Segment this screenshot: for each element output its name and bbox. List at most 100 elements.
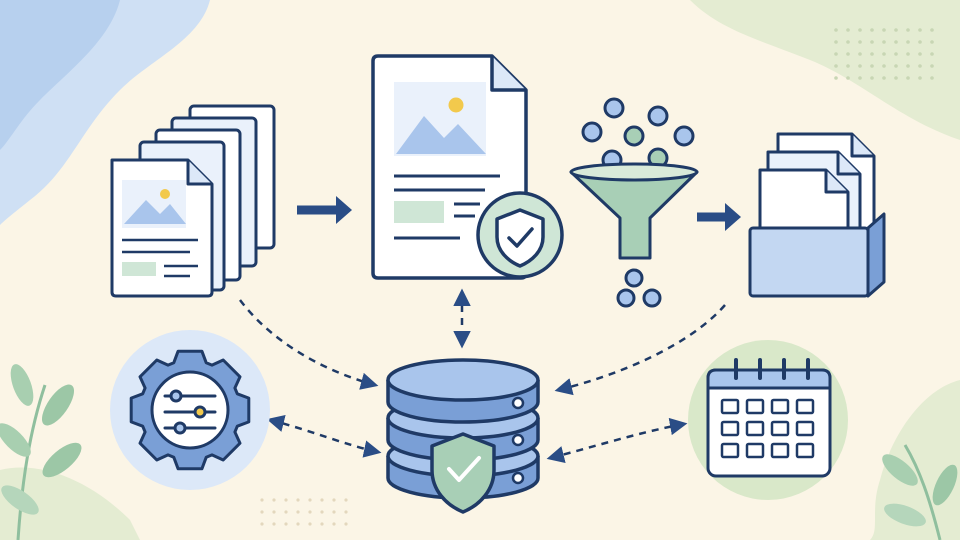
calendar-day-cell [795,420,815,437]
calendar-day-cell [720,442,740,459]
decor-dot [846,64,850,68]
decor-dot [344,510,348,514]
calendar-day-cell [795,398,815,415]
decor-dot [284,522,288,526]
decor-dot [882,64,886,68]
decor-dot [882,40,886,44]
decor-dot [332,522,336,526]
decor-dot [296,510,300,514]
dot-grid-bottom [260,498,348,526]
blob-bottom-left [0,467,140,540]
decor-dot [284,510,288,514]
file-archive-icon [748,132,886,298]
decor-dot [272,510,276,514]
decor-dot [918,40,922,44]
calendar-day-cell [720,398,740,415]
decor-dot [332,510,336,514]
blob-top-left-inner [0,0,120,150]
decor-dot [834,40,838,44]
decor-dot [894,52,898,56]
decor-dot [870,28,874,32]
decor-dot [834,28,838,32]
decor-dot [296,522,300,526]
decor-dot [870,40,874,44]
decor-dot [308,498,312,502]
decor-dot [930,28,934,32]
decor-dot [894,40,898,44]
decor-dot [894,64,898,68]
decor-dot [870,64,874,68]
shield-check-document-icon [371,54,564,280]
calendar-day-cell [795,442,815,459]
dashed-settings-to-database [266,414,382,458]
decor-dot [260,498,264,502]
decor-dot [870,76,874,80]
decor-dot [882,76,886,80]
decor-dot [858,76,862,80]
decor-dot [918,64,922,68]
decor-dot [930,76,934,80]
gear-sliders-icon [110,330,270,490]
decor-dot [308,522,312,526]
decor-dot [846,28,850,32]
calendar-day-cell [745,398,765,415]
decor-dot [858,52,862,56]
calendar-day-cell [770,442,790,459]
decor-dot [870,52,874,56]
decor-dot [320,498,324,502]
decor-dot [882,52,886,56]
decor-dot [846,52,850,56]
decor-dot [344,522,348,526]
leaf-branch-left-icon [0,364,82,540]
calendar-day-cell [770,398,790,415]
decor-dot [894,28,898,32]
funnel-icon [569,97,699,308]
calendar-icon [688,340,848,500]
decor-dot [308,510,312,514]
decor-dot [918,76,922,80]
calendar-day-cell [720,420,740,437]
document-stack-icon [110,104,276,298]
decor-dot [906,64,910,68]
calendar-day-cell [770,420,790,437]
decor-dot [930,40,934,44]
decor-dot [272,498,276,502]
decor-dot [858,40,862,44]
decor-dot [858,64,862,68]
decor-dot [858,28,862,32]
decor-dot [846,76,850,80]
decor-dot [930,64,934,68]
dashed-archive-to-database [554,304,726,396]
decor-dot [296,498,300,502]
blob-top-right [690,0,960,140]
decor-dot [834,52,838,56]
connections [239,196,741,464]
decor-dot [930,52,934,56]
decor-dot [918,52,922,56]
decor-dot [834,64,838,68]
leaf-branch-right-icon [882,444,958,540]
decor-dot [882,28,886,32]
decor-dot [320,522,324,526]
decor-dot [846,40,850,44]
calendar-day-cell [745,442,765,459]
decor-dot [272,522,276,526]
calendar-day-cell [745,420,765,437]
dashed-calendar-to-database [546,417,688,464]
decor-dot [332,498,336,502]
dot-grid-top-right [834,28,934,80]
decor-dot [906,52,910,56]
decor-dot [906,28,910,32]
database-shield-icon [386,358,540,514]
decor-dot [260,522,264,526]
decor-dot [834,76,838,80]
decor-dot [906,76,910,80]
decor-dot [320,510,324,514]
dashed-docs-to-database [239,299,379,390]
decor-dot [344,498,348,502]
decor-dot [894,76,898,80]
decor-dot [260,510,264,514]
